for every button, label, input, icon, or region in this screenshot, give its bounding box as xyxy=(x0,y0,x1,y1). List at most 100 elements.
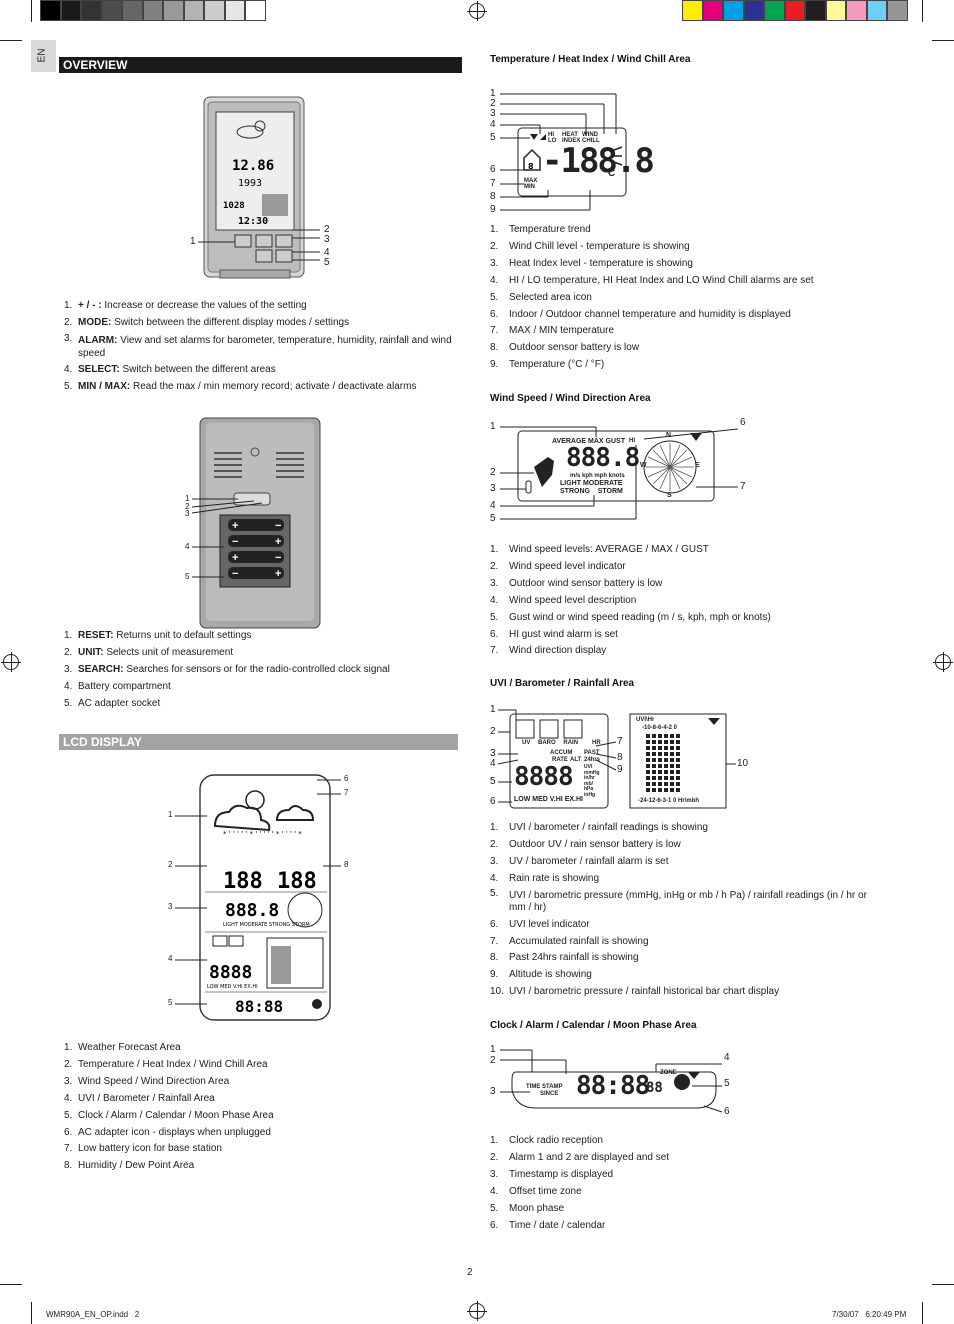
wind-levels-label: AVERAGE MAX GUST xyxy=(552,438,625,445)
callout-1: 1 xyxy=(190,236,196,247)
callout-4: 4 xyxy=(490,758,496,769)
chart-segment xyxy=(670,752,674,756)
wind-area-list: 1.Wind speed levels: AVERAGE / MAX / GUS… xyxy=(490,542,890,660)
color-bar xyxy=(682,0,908,21)
zone-label: ZONE xyxy=(660,1070,677,1076)
list-item: 3.Wind Speed / Wind Direction Area xyxy=(64,1075,230,1087)
back-panel-list: 1.RESET: Returns unit to default setting… xyxy=(64,628,459,713)
chart-segment xyxy=(670,764,674,768)
list-item: 8.Outdoor sensor battery is low xyxy=(490,342,640,354)
chart-segment xyxy=(670,746,674,750)
color-swatch xyxy=(183,0,204,21)
list-item: 6.Time / date / calendar xyxy=(490,1219,606,1231)
list-item: 2.Temperature / Heat Index / Wind Chill … xyxy=(64,1058,268,1070)
svg-text:8888: 8888 xyxy=(209,962,252,983)
callout-4: 4 xyxy=(724,1052,730,1063)
list-item: 1.Clock radio reception xyxy=(490,1135,603,1146)
chart-segment xyxy=(658,782,662,786)
list-item: 4.Battery compartment xyxy=(64,680,171,692)
callout-6: 6 xyxy=(724,1106,730,1117)
list-item: 7.MAX / MIN temperature xyxy=(490,325,615,337)
callout-5: 5 xyxy=(168,998,173,1007)
list-item: 5.AC adapter socket xyxy=(64,697,161,709)
chart-segment xyxy=(670,740,674,744)
compass-s: S xyxy=(667,492,672,499)
callout-2: 2 xyxy=(490,1055,496,1066)
chart-segment xyxy=(664,734,668,738)
uv-area-list: 1.UVI / barometer / rainfall readings is… xyxy=(490,820,890,1001)
callout-3: 3 xyxy=(490,483,496,494)
svg-text:LIGHT MODERATE STRONG STORM: LIGHT MODERATE STRONG STORM xyxy=(223,922,310,928)
chart-segment xyxy=(658,746,662,750)
color-swatch xyxy=(723,0,744,21)
list-item: 6.Indoor / Outdoor channel temperature a… xyxy=(490,308,791,320)
list-item: 1.Temperature trend xyxy=(490,224,591,235)
callout-1: 1 xyxy=(185,494,190,503)
list-item: 1.+ / - : Increase or decrease the value… xyxy=(64,300,307,311)
svg-text:−: − xyxy=(232,568,238,580)
language-tab: EN xyxy=(31,40,56,72)
chart-segment xyxy=(652,782,656,786)
svg-text:* ' ' ' ' ' * ' ' ' ' ' * ' ': * ' ' ' ' ' * ' ' ' ' ' * ' ' ' ' * xyxy=(223,830,302,838)
color-swatch xyxy=(825,0,846,21)
svg-text:+: + xyxy=(232,520,238,532)
callout-2: 2 xyxy=(490,98,496,109)
svg-text:+: + xyxy=(232,552,238,564)
list-item: 2.Outdoor UV / rain sensor battery is lo… xyxy=(490,838,681,850)
callout-4: 4 xyxy=(324,247,330,258)
list-item: 3.ALARM: View and set alarms for baromet… xyxy=(64,332,452,359)
list-item: 1.RESET: Returns unit to default setting… xyxy=(64,630,252,641)
callout-1: 1 xyxy=(490,1044,496,1055)
uv-area-title: UVI / Barometer / Rainfall Area xyxy=(490,678,635,689)
temp-area-list: 1.Temperature trend 2.Wind Chill level -… xyxy=(490,222,890,374)
callout-3: 3 xyxy=(490,108,496,119)
chart-segment xyxy=(670,758,674,762)
past-24hrs-label: 24hrs xyxy=(584,757,601,763)
registration-mark-left xyxy=(1,652,21,672)
callout-2: 2 xyxy=(490,467,496,478)
footer-filename: WMR90A_EN_OP.indd 2 xyxy=(46,1310,140,1319)
svg-text:+: + xyxy=(275,568,281,580)
callout-3: 3 xyxy=(185,509,190,518)
registration-mark-bottom xyxy=(467,1301,487,1321)
color-swatch xyxy=(805,0,826,21)
callout-4: 4 xyxy=(490,500,496,511)
list-item: 4.HI / LO temperature, HI Heat Index and… xyxy=(490,274,814,286)
color-swatch xyxy=(743,0,764,21)
callout-4: 4 xyxy=(168,954,173,963)
uv-area-figure: UV BARO RAIN HR ACCUM PAST RATE ALT 24hr… xyxy=(486,702,756,812)
color-swatch xyxy=(60,0,81,21)
callout-7: 7 xyxy=(617,736,623,747)
chart-segment xyxy=(646,746,650,750)
footer-timestamp: 7/30/07 6:20:49 PM xyxy=(832,1310,907,1319)
list-item: 9.Temperature (°C / °F) xyxy=(490,359,605,371)
station-back-figure: +− −+ +− −+ 1 2 3 4 5 xyxy=(180,415,330,630)
callout-8: 8 xyxy=(617,752,623,763)
list-item: 6.HI gust wind alarm is set xyxy=(490,628,618,640)
callout-3: 3 xyxy=(324,234,330,245)
list-item: 2.Wind speed level indicator xyxy=(490,560,626,572)
callout-4: 4 xyxy=(490,119,496,130)
list-item: 5.Selected area icon xyxy=(490,291,592,303)
svg-text:188: 188 xyxy=(277,869,317,894)
seconds-digits: 88 xyxy=(646,1080,663,1096)
chart-segment xyxy=(676,752,680,756)
chart-segment xyxy=(676,788,680,792)
color-swatch xyxy=(784,0,805,21)
color-swatch xyxy=(122,0,143,21)
wind-speed-digits: 888.8 xyxy=(566,443,640,473)
clock-digits: 88:88 xyxy=(576,1071,650,1101)
svg-text:+: + xyxy=(275,536,281,548)
callout-3: 3 xyxy=(490,1086,496,1097)
list-item: 8.Past 24hrs rainfall is showing xyxy=(490,952,639,964)
lcd-display-header: LCD DISPLAY xyxy=(59,734,458,750)
color-swatch xyxy=(40,0,61,21)
list-item: 2.MODE: Switch between the different dis… xyxy=(64,316,350,328)
chart-segment xyxy=(670,770,674,774)
lcd-areas-list: 1.Weather Forecast Area 2.Temperature / … xyxy=(64,1040,459,1175)
chart-segment xyxy=(658,758,662,762)
alt-label: ALT xyxy=(570,757,582,763)
trim-mark xyxy=(922,0,923,22)
callout-9: 9 xyxy=(617,764,623,775)
